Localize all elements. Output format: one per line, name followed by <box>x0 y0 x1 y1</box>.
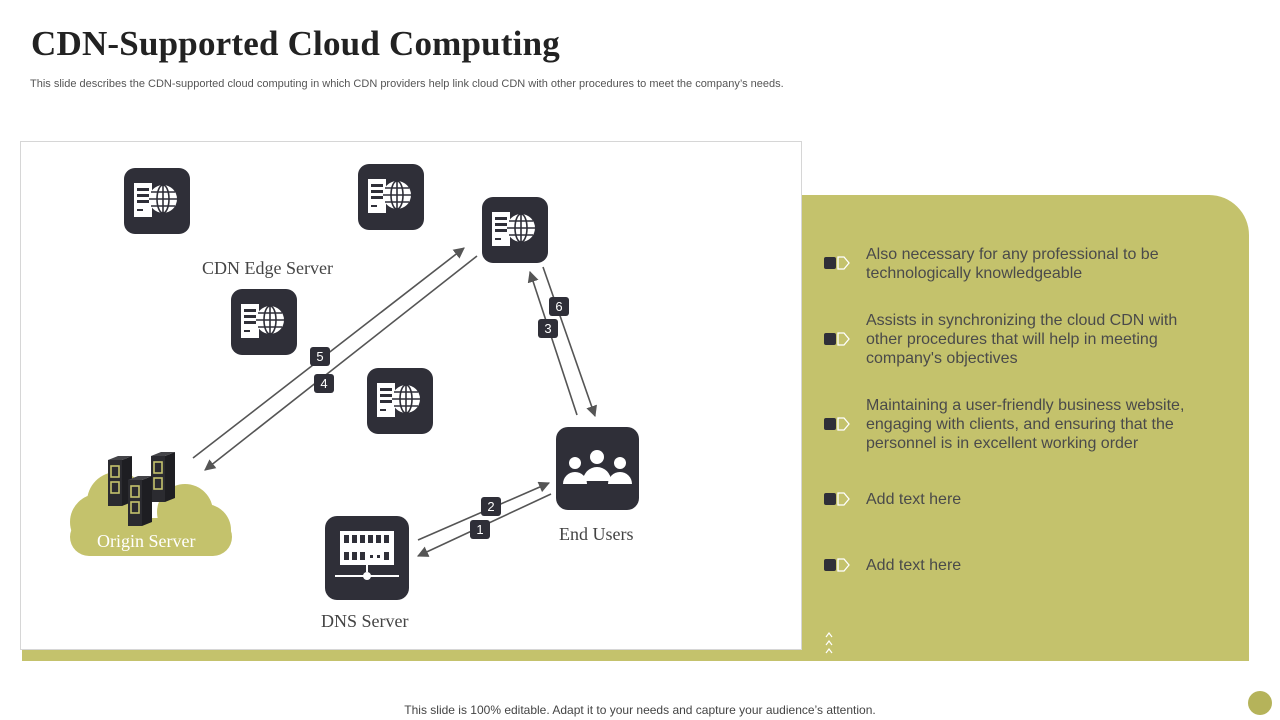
step-badge-3: 3 <box>544 321 551 336</box>
page-indicator-dot <box>1248 691 1272 715</box>
timeline-bullets <box>824 256 850 654</box>
cdn-edge-server-icon <box>123 167 191 235</box>
dns-server-icon <box>325 516 409 600</box>
point-text-5: Add text here <box>866 557 962 574</box>
end-users-icon <box>556 427 639 510</box>
arrow-step-4 <box>204 255 478 471</box>
bullet-icon <box>824 256 850 270</box>
point-text-1: Also necessary for any professional to b… <box>866 246 1159 282</box>
slide-title: CDN-Supported Cloud Computing <box>31 24 560 63</box>
slide-subtitle: This slide describes the CDN-supported c… <box>30 78 784 90</box>
dns-server-label: DNS Server <box>321 611 409 631</box>
step-badge-4: 4 <box>320 376 327 391</box>
end-users-label: End Users <box>559 524 634 544</box>
origin-server-cloud-icon <box>70 451 232 556</box>
point-text-2: Assists in synchronizing the cloud CDN w… <box>866 312 1178 367</box>
step-badges: 1 2 3 4 5 6 <box>310 297 569 539</box>
bullet-icon <box>824 332 850 346</box>
step-badge-5: 5 <box>316 349 323 364</box>
cdn-edge-server-icon <box>230 288 298 356</box>
slide-footer: This slide is 100% editable. Adapt it to… <box>404 703 876 717</box>
bullet-icon <box>824 417 850 431</box>
point-text-3: Maintaining a user-friendly business web… <box>866 397 1185 452</box>
timeline-end-chevrons-icon <box>825 632 833 654</box>
cdn-edge-server-label: CDN Edge Server <box>202 258 333 278</box>
cdn-edge-server-icon <box>357 163 425 231</box>
step-badge-2: 2 <box>487 499 494 514</box>
bullet-icon <box>824 492 850 506</box>
cdn-edge-server-icon <box>481 196 549 264</box>
point-text-4: Add text here <box>866 491 962 508</box>
bullet-icon <box>824 558 850 572</box>
origin-server-label: Origin Server <box>97 531 196 551</box>
step-badge-1: 1 <box>476 522 483 537</box>
step-badge-6: 6 <box>555 299 562 314</box>
cdn-edge-server-icon <box>366 367 434 435</box>
arrow-step-3 <box>527 270 578 416</box>
arrow-step-6 <box>542 266 597 418</box>
